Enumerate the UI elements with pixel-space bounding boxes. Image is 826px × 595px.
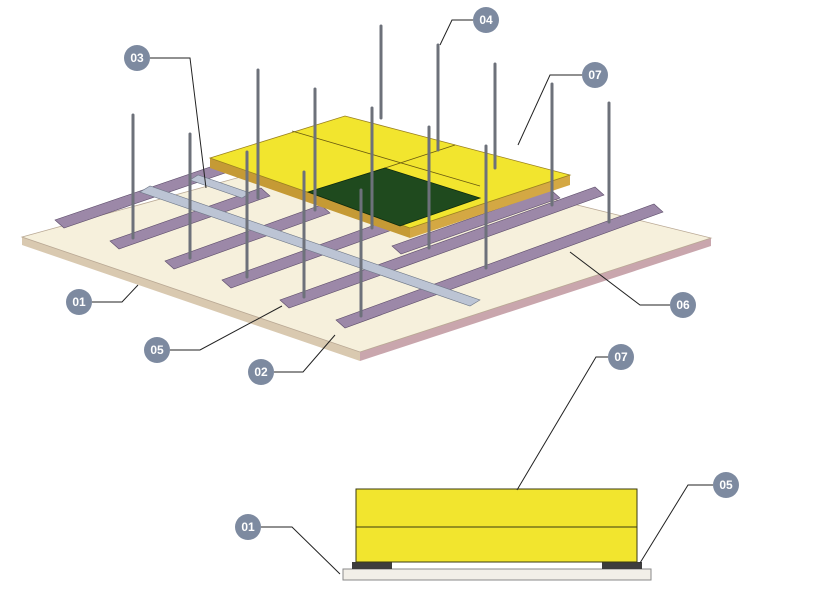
callout-06: 06: [670, 292, 696, 318]
section-profile-right: [602, 562, 642, 569]
callout-05-top: 05: [144, 337, 170, 363]
callout-label: 05: [719, 478, 733, 492]
insulation-opening: [306, 167, 482, 227]
board-side-left: [22, 237, 360, 361]
callout-label: 01: [241, 520, 255, 534]
section-profile-left: [352, 562, 392, 569]
leader-07-bottom: [516, 356, 608, 491]
callout-02: 02: [248, 359, 274, 385]
callout-label: 07: [588, 68, 602, 82]
callout-04: 04: [473, 7, 499, 33]
callout-label: 05: [150, 343, 164, 357]
leader-06: [569, 251, 670, 306]
board-side-right: [360, 238, 711, 361]
leader-01-top: [92, 284, 139, 303]
callout-03: 03: [124, 45, 150, 71]
callout-label: 06: [676, 298, 690, 312]
isometric-view: 01 02 03 04 05 06 07: [20, 7, 713, 385]
callout-01-bottom: 01: [235, 514, 261, 540]
leader-05-top: [170, 305, 283, 351]
callout-01-top: 01: [66, 289, 92, 315]
callout-label: 01: [72, 295, 86, 309]
insulation-seam-1: [291, 130, 481, 187]
main-profile-5: [335, 203, 664, 329]
leader-04: [439, 19, 473, 46]
leader-05-bottom: [639, 484, 713, 564]
section-board: [342, 568, 652, 581]
leader-lines-bottom: [261, 356, 713, 575]
callout-07-top: 07: [582, 62, 608, 88]
leader-lines-top: [92, 19, 670, 373]
section-view: 07 05 01: [235, 344, 739, 581]
callout-label: 03: [130, 51, 144, 65]
leader-03: [150, 57, 207, 189]
section-insulation: [355, 488, 638, 563]
insulation-side-right: [410, 175, 570, 238]
hanger-rods: [131, 24, 611, 318]
callout-05-bottom: 05: [713, 472, 739, 498]
callout-label: 02: [254, 365, 268, 379]
leader-07-top: [517, 74, 582, 146]
callout-label: 07: [614, 350, 628, 364]
callout-07-bottom: 07: [608, 344, 634, 370]
callout-label: 04: [479, 13, 493, 27]
leader-02: [274, 334, 336, 373]
leader-01-bottom: [261, 526, 341, 575]
